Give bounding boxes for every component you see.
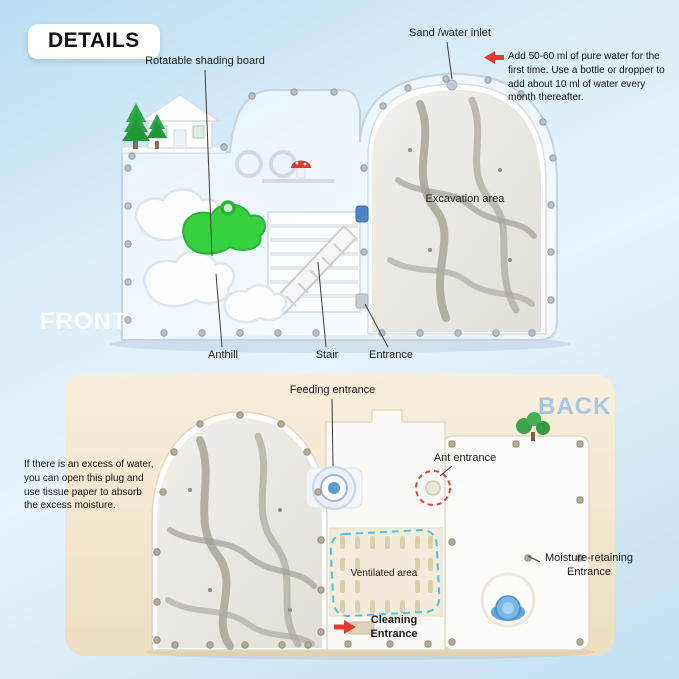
label-ventilated-area: Ventilated area xyxy=(350,568,418,579)
tree-icon xyxy=(147,114,167,149)
label-entrance: Entrance xyxy=(368,349,414,361)
entrance-slot-graphic xyxy=(355,293,369,309)
label-cleaning-entrance: Cleaning Entrance xyxy=(370,614,418,640)
ventilated-dashed-box xyxy=(329,528,441,618)
red-arrow-right-icon xyxy=(334,620,356,634)
sand-water-inlet-hole xyxy=(446,79,458,91)
excess-water-note: If there is an excess of water, you can … xyxy=(24,459,154,512)
front-illustration xyxy=(110,72,570,353)
label-stair: Stair xyxy=(315,349,339,361)
shading-board-graphic xyxy=(182,200,266,255)
label-rotatable-shading-board: Rotatable shading board xyxy=(145,55,265,67)
front-watermark: FRONT xyxy=(40,308,128,335)
blue-clip-graphic xyxy=(355,205,369,223)
label-feeding-entrance: Feeding entrance xyxy=(289,384,376,396)
back-illustration xyxy=(65,374,615,660)
back-sand-dome-graphic xyxy=(151,411,328,651)
label-anthill: Anthill xyxy=(208,349,238,361)
details-badge: DETAILS xyxy=(28,24,160,59)
label-sand-water-inlet: Sand /water inlet xyxy=(409,27,491,39)
middle-shelf-graphic xyxy=(235,150,334,183)
label-ant-entrance: Ant entrance xyxy=(433,452,497,464)
screws-back xyxy=(153,411,584,649)
stair-graphic xyxy=(270,224,358,316)
ant-entrance-dashed-circle xyxy=(415,470,451,506)
ant-entrance-hole xyxy=(425,480,441,496)
label-excavation-area: Excavation area xyxy=(425,193,505,205)
water-instructions-note: Add 50-60 ml of pure water for the first… xyxy=(508,51,665,104)
mushroom-icon xyxy=(291,160,311,179)
feeding-port-graphic xyxy=(305,466,363,510)
plant-icon xyxy=(516,412,550,441)
label-moisture-retaining-entrance: Moisture-retaining Entrance xyxy=(544,552,634,578)
red-arrow-left-icon xyxy=(484,51,504,64)
back-watermark: BACK xyxy=(538,393,612,420)
moisture-plug-graphic xyxy=(480,572,536,628)
tree-icon xyxy=(122,103,150,149)
sand-chamber-graphic xyxy=(367,79,547,335)
ventilated-grid-graphic xyxy=(329,527,443,618)
